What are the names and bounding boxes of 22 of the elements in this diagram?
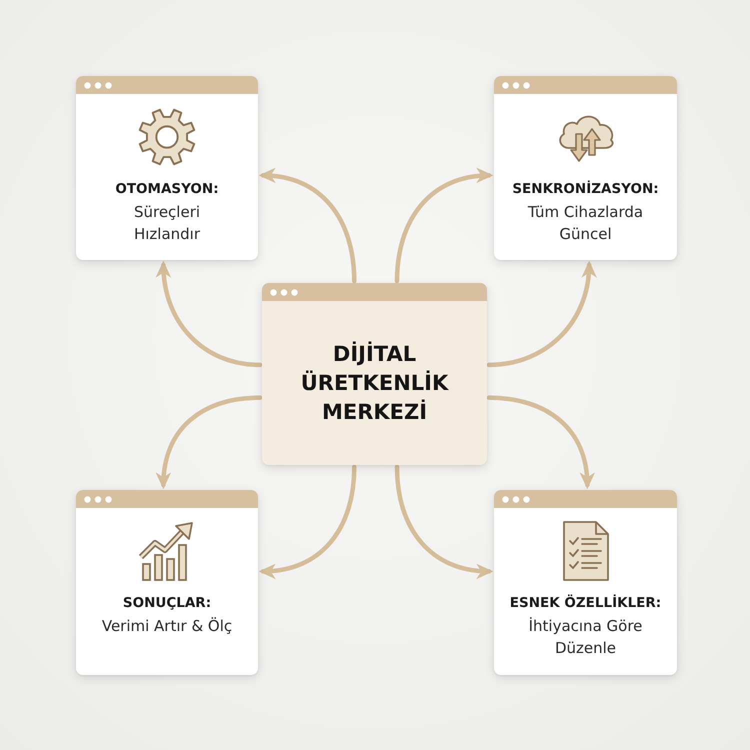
hub-window [262, 283, 487, 465]
curved-arrow [156, 260, 262, 368]
window-card [76, 76, 258, 260]
card-description: Tüm Cihazlarda Güncel [526, 202, 644, 245]
curved-arrow [486, 260, 596, 368]
window-card [76, 490, 258, 675]
curved-arrow [258, 168, 356, 284]
hub-title: DİJİTAL ÜRETKENLİK MERKEZİ [300, 340, 450, 426]
card-heading: SENKRONİZASYON: [512, 180, 659, 198]
card-heading: SONUÇLAR: [122, 594, 212, 612]
card-heading: OTOMASYON: [115, 180, 219, 198]
curved-arrow [394, 168, 494, 284]
card-description: Verimi Artır & Ölç [102, 616, 232, 637]
card-description: İhtiyacına Göre Düzenle [528, 616, 644, 659]
curved-arrow [156, 395, 262, 490]
window-card [494, 490, 677, 675]
window-card [494, 76, 677, 260]
card-description: Süreçleri Hızlandır [132, 202, 202, 245]
curved-arrow [394, 464, 494, 578]
curved-arrow [258, 464, 356, 578]
curved-arrow [486, 395, 594, 490]
card-heading: ESNEK ÖZELLİKLER: [510, 594, 662, 612]
